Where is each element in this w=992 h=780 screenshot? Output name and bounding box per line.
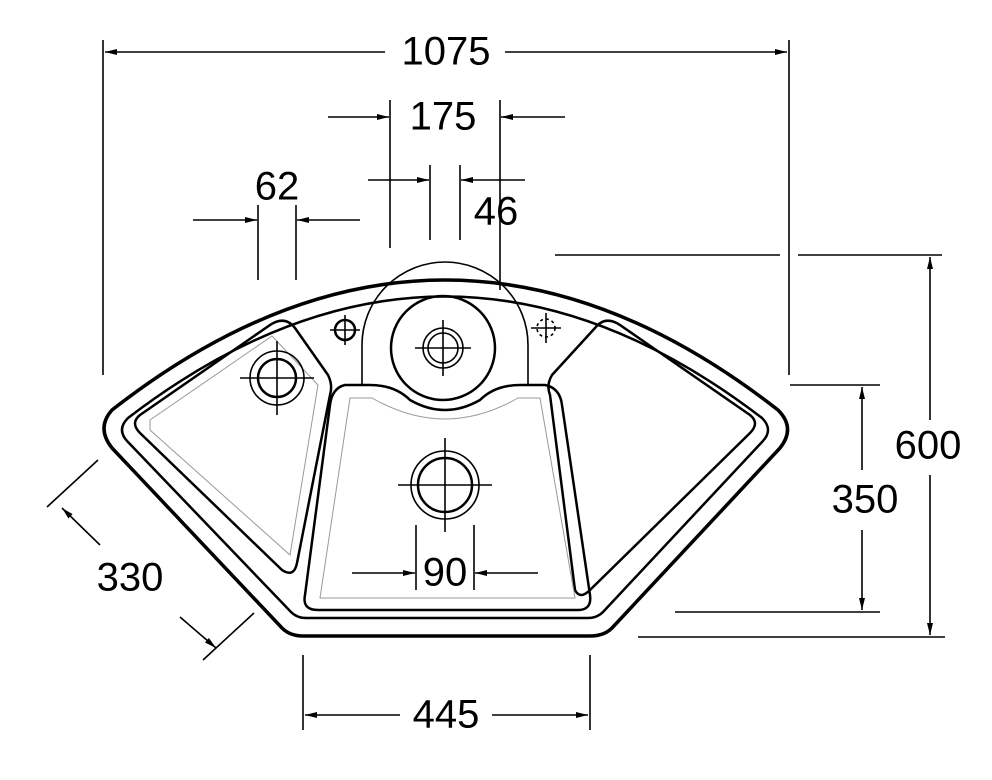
right-bowl xyxy=(547,319,757,597)
left-drain xyxy=(240,341,314,415)
dimension-label: 330 xyxy=(97,556,164,600)
drainer-bowl xyxy=(389,294,497,402)
dimension-label: 600 xyxy=(895,424,962,468)
tap-hole-left xyxy=(330,315,360,345)
dimension-label: 350 xyxy=(832,478,899,522)
drainer-arch xyxy=(361,261,529,385)
center-drain xyxy=(398,438,492,532)
dimension-62: 62 xyxy=(193,165,360,280)
dimension-label: 90 xyxy=(423,551,468,595)
dimension-350: 350 xyxy=(675,384,899,613)
dimension-label: 46 xyxy=(474,190,519,234)
dimension-1075: 1075 xyxy=(102,30,790,375)
dimension-175: 175 xyxy=(328,95,565,290)
center-bowl xyxy=(303,383,592,612)
dimension-445: 445 xyxy=(302,655,591,737)
dimension-label: 175 xyxy=(410,95,477,139)
dimension-600: 600 xyxy=(555,254,962,638)
dimension-label: 62 xyxy=(255,165,300,209)
dimension-46: 46 xyxy=(368,165,525,240)
dimension-90: 90 xyxy=(352,525,538,595)
left-bowl xyxy=(133,319,333,575)
sink-outline xyxy=(102,278,790,638)
dimension-label: 445 xyxy=(413,693,480,737)
dimension-330: 330 xyxy=(46,459,255,661)
tap-hole-optional xyxy=(531,313,561,343)
dimension-label: 1075 xyxy=(402,30,491,74)
